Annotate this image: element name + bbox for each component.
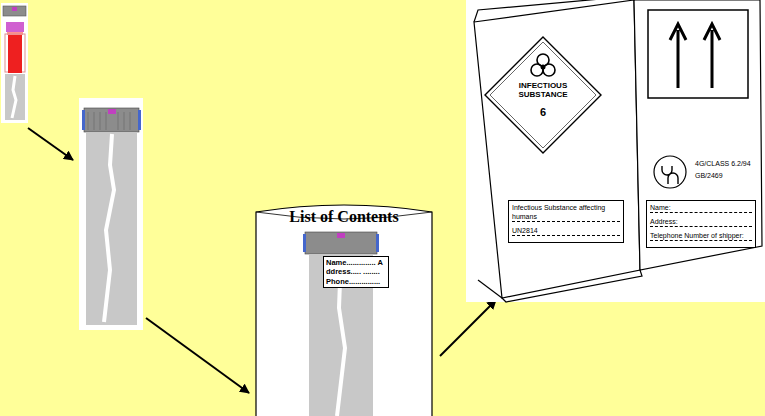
diamond-inner: [490, 42, 596, 148]
diamond-border: [485, 37, 601, 153]
hazard-text: INFECTIOUS SUBSTANCE: [512, 82, 574, 100]
package-marking: 4G/CLASS 6.2/94: [695, 160, 751, 167]
cap-edge: [303, 234, 306, 252]
form-field: Address:: [650, 217, 752, 227]
cap-edge: [376, 234, 379, 252]
package-marking: GB/2469: [695, 172, 723, 179]
form-field: Name:: [650, 203, 752, 213]
address-label: Name: Address: Telephone Number of shipper…: [646, 200, 756, 248]
label-text: Name.............. Address..... ........…: [326, 258, 386, 286]
form-field: Telephone Number of shipper:: [650, 231, 752, 241]
biohazard-center: [541, 65, 546, 70]
sample-tube: [1, 3, 28, 123]
hazard-diamond: INFECTIOUS SUBSTANCE 6: [484, 36, 602, 154]
specimen-container: [255, 198, 433, 416]
specimen-label: Name.............. Address..... ........…: [323, 256, 389, 288]
panel-title: List of Contents: [255, 198, 433, 226]
container-cap: [305, 232, 377, 254]
contents-panel: List of ContentsName.............. Addre…: [255, 198, 433, 416]
panel-outline: [256, 205, 432, 416]
form-field: Infectious Substance affecting humans: [512, 203, 620, 222]
form-field: UN2814: [512, 226, 620, 236]
shipping-package: [466, 0, 765, 302]
secondary-container: [79, 98, 143, 330]
cap-seal: [337, 233, 345, 238]
hazard-class: 6: [484, 106, 602, 118]
substance-label: Infectious Substance affecting humansUN2…: [508, 200, 624, 243]
